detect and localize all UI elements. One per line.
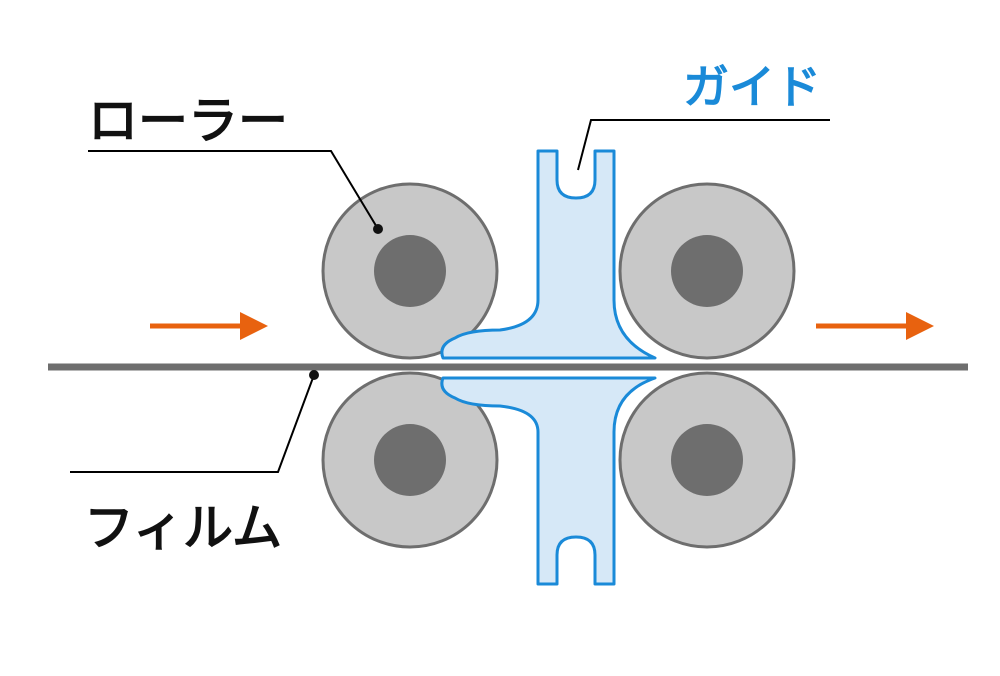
right-arrow-icon xyxy=(150,312,268,340)
roller-leader-line xyxy=(88,150,379,230)
roller-top-right xyxy=(618,182,796,360)
film-leader-dot xyxy=(309,370,319,380)
rollers xyxy=(321,182,796,549)
right-arrow-icon xyxy=(816,312,934,340)
guide xyxy=(440,149,657,586)
leader-lines xyxy=(70,119,830,473)
guide-label: ガイド xyxy=(683,60,821,114)
film-label: フィルム xyxy=(84,499,282,557)
roller-bottom-left xyxy=(321,371,499,549)
guide-leader-line xyxy=(577,119,830,171)
guide-upper xyxy=(440,149,657,360)
roller-leader-dot xyxy=(373,224,383,234)
roller-label: ローラー xyxy=(88,92,288,150)
film-leader-line xyxy=(70,374,315,473)
guide-lower xyxy=(440,376,657,586)
roller-top-left xyxy=(321,182,499,360)
roller-bottom-right xyxy=(618,371,796,549)
